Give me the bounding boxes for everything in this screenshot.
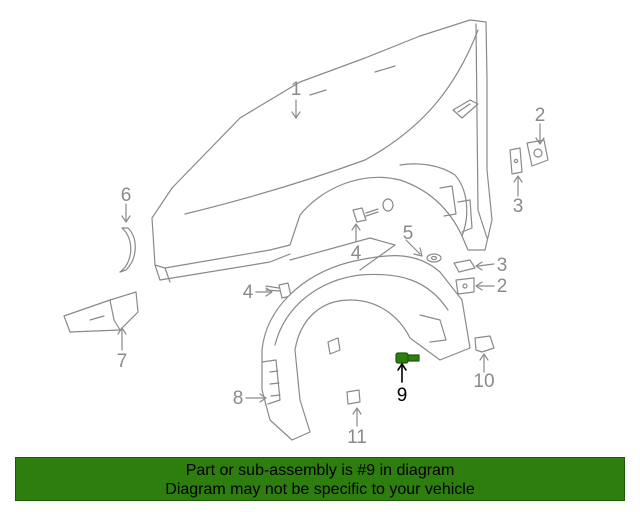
screw-part-9[interactable] [395, 352, 420, 364]
callout-6: 6 [120, 185, 132, 206]
info-banner: Part or sub-assembly is #9 in diagram Di… [15, 457, 625, 501]
fender-part[interactable] [151, 19, 493, 283]
bracket-part-7[interactable] [63, 291, 139, 333]
callout-3-upper: 3 [512, 196, 524, 217]
callout-1: 1 [290, 79, 302, 100]
bolt-part-4-upper[interactable] [352, 207, 379, 223]
callout-2-lower: 2 [496, 276, 508, 297]
callout-4-lower: 4 [242, 282, 254, 303]
leader-lines [117, 99, 545, 427]
callout-2-upper: 2 [534, 105, 546, 126]
washer-part-5[interactable] [382, 198, 442, 263]
plug-part-11[interactable] [346, 389, 361, 405]
callout-4-upper: 4 [350, 243, 362, 264]
callout-9: 9 [396, 385, 408, 406]
fender-diagram [63, 19, 549, 441]
callout-7: 7 [116, 351, 128, 372]
clip-part-10[interactable] [474, 335, 495, 353]
callout-3-lower: 3 [496, 255, 508, 276]
plate-part-3[interactable] [509, 147, 523, 175]
clip-part-3-lower[interactable] [453, 259, 476, 273]
wheelhouse-liner-part-8[interactable] [261, 237, 471, 441]
callout-8: 8 [232, 388, 244, 409]
banner-line-2: Diagram may not be specific to your vehi… [165, 481, 475, 498]
trim-strip-part-6[interactable] [119, 227, 136, 273]
bracket-part-2[interactable] [526, 139, 549, 167]
callout-11: 11 [347, 427, 367, 448]
leader-line-9 [397, 363, 407, 383]
banner-line-1: Part or sub-assembly is #9 in diagram [185, 462, 455, 479]
callout-10: 10 [473, 371, 495, 392]
clip-part-2-lower[interactable] [455, 277, 475, 295]
callout-5: 5 [402, 223, 414, 244]
